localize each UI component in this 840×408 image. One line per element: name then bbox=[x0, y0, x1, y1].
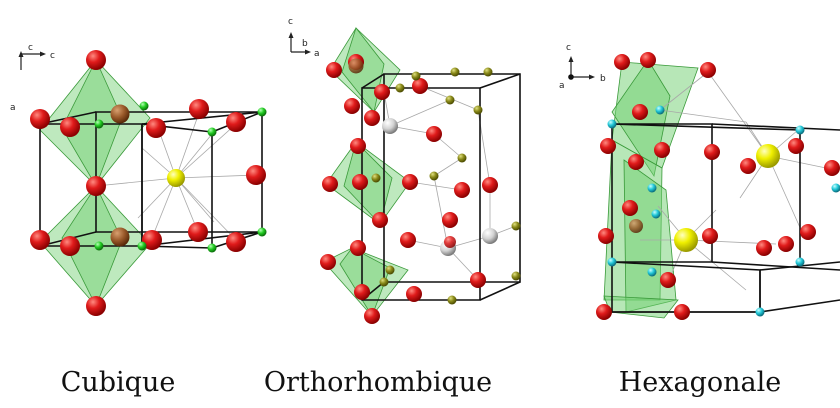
atoms-hexagonal bbox=[596, 52, 840, 320]
atoms-cubic bbox=[30, 50, 267, 316]
caption-cubic: Cubique bbox=[60, 367, 176, 398]
axes-indicator-orthorhombic: c a b bbox=[288, 17, 320, 59]
atoms-orthorhombic bbox=[320, 54, 521, 324]
axis-label-side: a bbox=[10, 103, 16, 113]
axis-label-h: b bbox=[600, 74, 606, 84]
caption-orthorhombic: Orthorhombique bbox=[263, 367, 493, 398]
axes-indicator-hexagonal: c b a bbox=[559, 43, 606, 91]
caption-hexagonal: Hexagonale bbox=[618, 367, 782, 398]
axis-label-v: c bbox=[566, 43, 571, 53]
axes-indicator-cubic: c c a bbox=[10, 43, 55, 113]
axis-label-v: c bbox=[28, 43, 33, 53]
axis-label-h: c bbox=[50, 51, 55, 61]
axis-label-h: a bbox=[314, 49, 320, 59]
octahedra-orthorhombic bbox=[323, 27, 411, 317]
bonds-cubic bbox=[95, 109, 257, 241]
axis-label-side: a bbox=[559, 81, 565, 91]
panel-hexagonal: c b a bbox=[559, 43, 840, 320]
panel-cubic: c c a bbox=[10, 43, 267, 316]
panel-orthorhombic: c a b bbox=[288, 17, 521, 324]
axis-label-v: c bbox=[288, 17, 293, 27]
axis-label-side: b bbox=[302, 39, 308, 49]
unit-cell-orthorhombic bbox=[361, 73, 521, 301]
